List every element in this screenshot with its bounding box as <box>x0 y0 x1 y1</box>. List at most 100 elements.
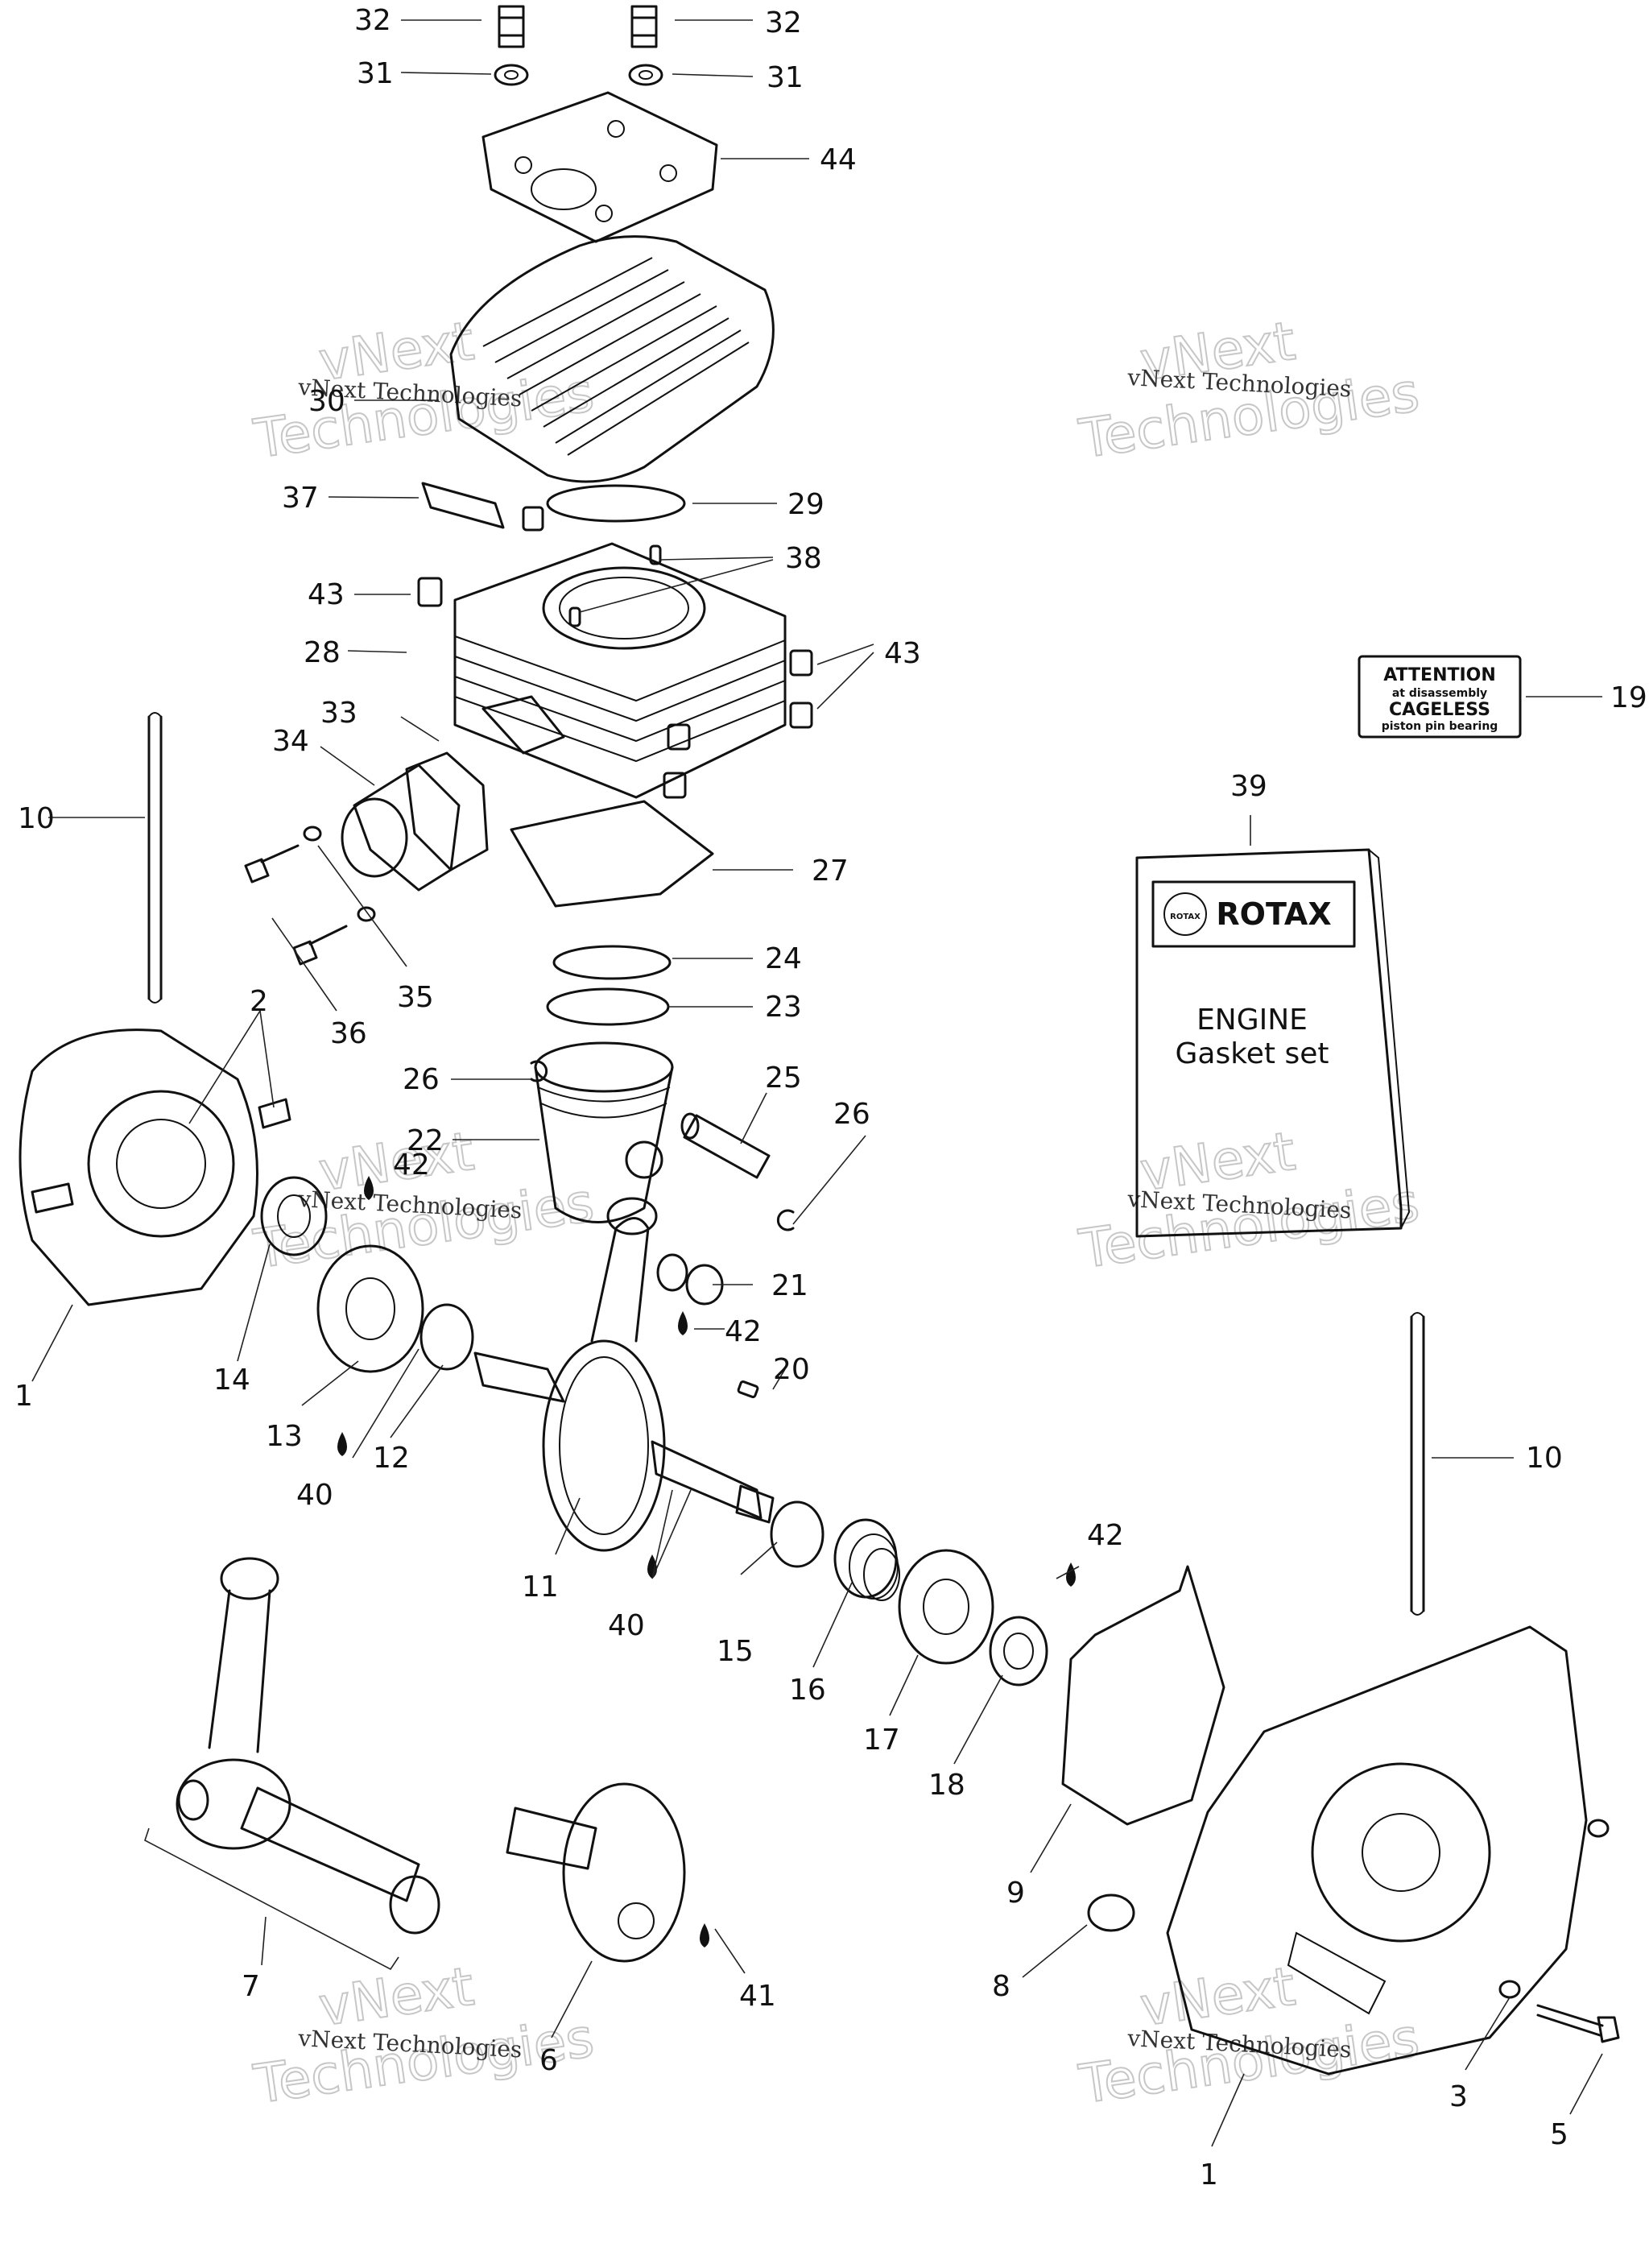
callout-6: 6 <box>539 2044 558 2077</box>
part-20-key <box>737 1380 759 1398</box>
part-11-crankshaft <box>473 1197 775 1552</box>
callout-21: 21 <box>771 1269 808 1302</box>
callout-27: 27 <box>812 855 849 888</box>
part-21-small-end-bearing <box>656 1253 724 1306</box>
part-32-nuts <box>498 5 658 48</box>
callout-numbers: 32 32 31 31 44 30 37 29 38 43 43 28 33 3… <box>14 4 1647 2191</box>
part-44-head-gasket <box>481 91 718 243</box>
part-10-studs <box>147 712 1425 1616</box>
callout-33: 33 <box>320 697 357 730</box>
part-30-cylinder-head <box>449 235 775 483</box>
callout-32: 32 <box>765 6 802 39</box>
callout-22: 22 <box>407 1124 444 1157</box>
watermark-top-right: vNext Technologies vNext Technologies <box>1075 309 1424 471</box>
callout-10: 10 <box>18 802 55 835</box>
leader-lines <box>31 19 1603 2147</box>
callout-28: 28 <box>304 636 341 669</box>
part-38-pins <box>568 544 662 627</box>
callout-8: 8 <box>992 1970 1010 2003</box>
callout-25: 25 <box>765 1062 802 1095</box>
callout-43: 43 <box>884 637 921 670</box>
part-37-spacer <box>421 482 505 529</box>
part-8-plug <box>1087 1893 1135 1932</box>
callout-9: 9 <box>1006 1877 1025 1910</box>
book-line-2: Gasket set <box>1175 1037 1329 1070</box>
callout-41: 41 <box>739 1980 776 2013</box>
part-29-o-ring <box>546 484 686 523</box>
part-16-spring <box>833 1518 900 1601</box>
part-43-blocks <box>417 506 813 799</box>
callout-43: 43 <box>308 578 345 611</box>
callout-37: 37 <box>282 482 319 515</box>
part-9-crankcase-gasket <box>1061 1565 1225 1826</box>
part-19-attention-decal: ATTENTION at disassembly CAGELESS piston… <box>1358 655 1522 739</box>
part-26-circlip-a <box>530 1060 548 1082</box>
part-22-piston <box>534 1041 674 1223</box>
callout-5: 5 <box>1550 2118 1568 2151</box>
part-2-dowel <box>258 1098 291 1129</box>
callout-42: 42 <box>725 1315 762 1348</box>
callout-2: 2 <box>250 985 268 1018</box>
decal-line-2: at disassembly <box>1392 687 1487 700</box>
part-31-washers <box>494 64 663 86</box>
part-3-5-bolt-washer <box>1498 1819 1620 2043</box>
callout-40: 40 <box>296 1479 333 1512</box>
callout-3: 3 <box>1449 2080 1468 2113</box>
callout-39: 39 <box>1230 770 1267 803</box>
callout-11: 11 <box>522 1571 559 1604</box>
part-27-base-gasket <box>510 800 714 908</box>
decal-line-1: ATTENTION <box>1383 665 1496 685</box>
book-brand: ROTAX <box>1216 896 1331 932</box>
callout-7: 7 <box>242 1970 260 2003</box>
callout-44: 44 <box>820 143 857 176</box>
callout-12: 12 <box>373 1442 410 1475</box>
callout-35: 35 <box>397 981 434 1014</box>
watermark-mid-right: vNext Technologies vNext Technologies <box>1075 1120 1424 1281</box>
callout-18: 18 <box>928 1769 965 1802</box>
part-35-36-screws <box>244 826 376 966</box>
part-oil-drops <box>337 1176 1076 1947</box>
decal-line-3: CAGELESS <box>1389 700 1490 720</box>
part-1-crankcase-right <box>1166 1625 1588 2076</box>
callout-19: 19 <box>1610 681 1647 714</box>
rotax-gear-icon <box>1163 892 1207 936</box>
decal-line-4: piston pin bearing <box>1382 720 1498 733</box>
callout-38: 38 <box>785 542 822 575</box>
part-1-crankcase-left <box>19 1028 258 1306</box>
callout-26: 26 <box>403 1063 440 1096</box>
watermark-bottom-left: vNext Technologies vNext Technologies <box>250 1955 599 2117</box>
callout-17: 17 <box>863 1724 900 1757</box>
book-logo-text: ROTAX <box>1170 913 1201 921</box>
callout-23: 23 <box>765 991 802 1024</box>
callout-14: 14 <box>213 1364 250 1397</box>
callout-34: 34 <box>272 725 309 758</box>
part-17-bearing <box>898 1549 994 1665</box>
part-18-seal <box>989 1616 1048 1687</box>
part-7-connecting-rod-set <box>176 1557 440 1935</box>
callout-32: 32 <box>354 4 391 37</box>
callout-24: 24 <box>765 942 802 975</box>
part-28-cylinder <box>453 542 787 799</box>
watermark-top-left: vNext Technologies vNext Technologies <box>250 309 599 471</box>
part-25-piston-pin <box>680 1112 771 1179</box>
part-39-gasket-set-book: ROTAX ROTAX ENGINE Gasket set <box>1135 848 1411 1238</box>
callout-16: 16 <box>789 1674 826 1707</box>
callout-30: 30 <box>308 385 345 418</box>
callout-1: 1 <box>1200 2158 1218 2191</box>
callout-1: 1 <box>14 1380 33 1413</box>
callout-15: 15 <box>717 1635 754 1668</box>
callout-10: 10 <box>1526 1442 1563 1475</box>
callout-26: 26 <box>833 1098 870 1131</box>
callout-42: 42 <box>393 1148 430 1182</box>
part-23-piston-ring <box>546 987 670 1026</box>
book-line-1: ENGINE <box>1196 1004 1308 1037</box>
callout-20: 20 <box>773 1353 810 1386</box>
part-15-shim <box>770 1500 824 1568</box>
part-6-crank-half <box>506 1782 686 1963</box>
watermark-bottom-right: vNext Technologies vNext Technologies <box>1075 1955 1424 2117</box>
part-14-13-12-left-bearing <box>260 1176 474 1373</box>
callout-36: 36 <box>330 1017 367 1050</box>
callout-31: 31 <box>767 61 804 94</box>
part-33-34-intake <box>341 751 489 892</box>
